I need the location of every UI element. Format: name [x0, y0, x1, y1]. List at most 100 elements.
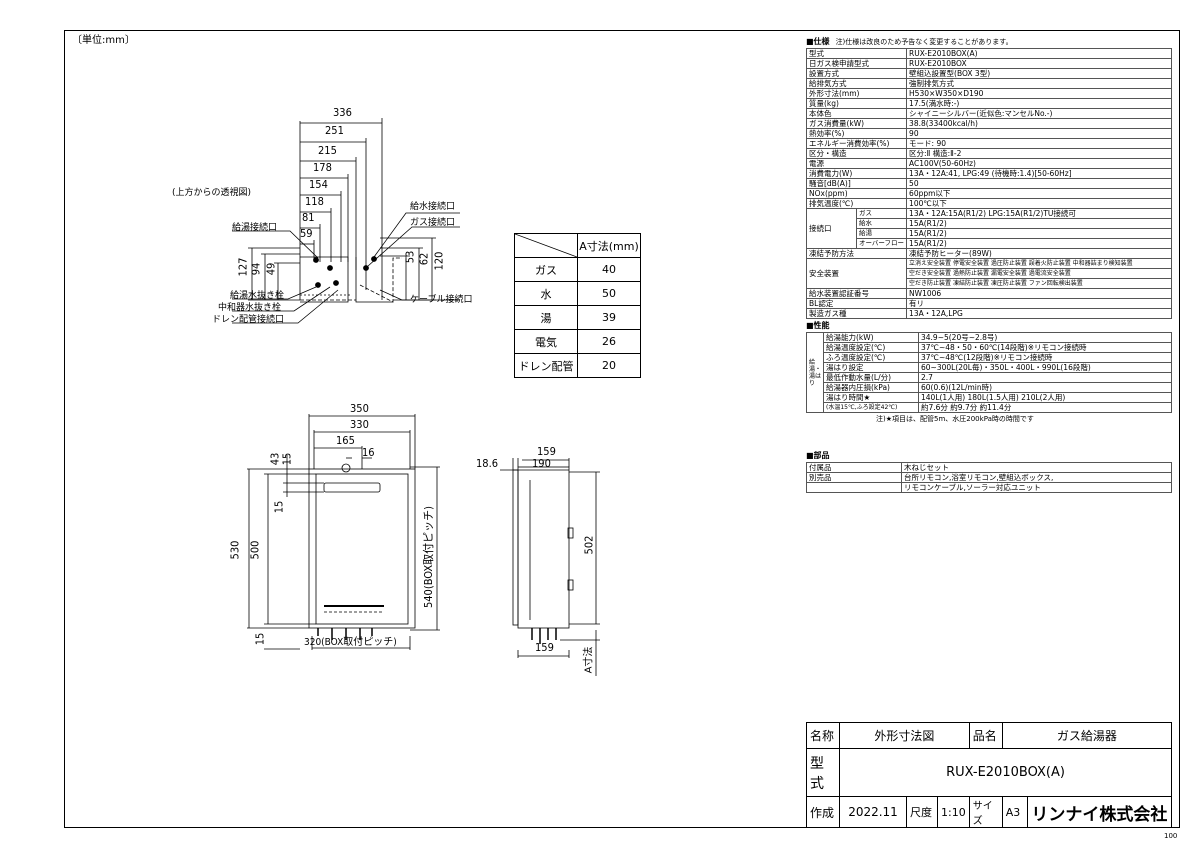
product-value: ガス給湯器 — [1001, 722, 1173, 749]
spec-title: ■仕様 — [806, 37, 830, 46]
spec-value: 台所リモコン,浴室リモコン,壁組込ボックス, — [901, 472, 1172, 483]
spec-key: 給湯能力(kW) — [823, 332, 919, 343]
spec-value: 50 — [906, 178, 1172, 189]
spec-row: 本体色シャイニーシルバー(近似色:マンセルNo.-) — [805, 108, 1172, 119]
spec-value: H530×W350×D190 — [906, 88, 1172, 99]
spec-row: 設置方式壁組込設置型(BOX 3型) — [805, 68, 1172, 79]
spec-key: 給湯 — [855, 228, 908, 239]
spec-row: リモコンケーブル,ソーラー対応ユニット — [806, 482, 1172, 493]
spec-row: 安全装置立消え安全装置 停電安全装置 過圧防止装置 誤着火防止装置 中和器詰まり… — [805, 258, 1172, 289]
spec-value: 約7.6分 約9.7分 約11.4分 — [918, 402, 1172, 413]
spec-key: 本体色 — [805, 108, 908, 119]
spec-key: 給水装置認証番号 — [805, 288, 908, 299]
spec-value: 壁組込設置型(BOX 3型) — [906, 68, 1172, 79]
spec-key: 凍結予防方法 — [805, 248, 908, 259]
callout-water-inlet: 給水接続口 — [410, 202, 456, 212]
spec-key: 給排気方式 — [805, 78, 908, 89]
spec-key: 給湯・湯はり — [806, 332, 824, 413]
spec-key: 給水 — [855, 218, 908, 229]
size-label: サイズ — [968, 796, 1003, 828]
side-top-dim: 18.6 — [476, 457, 499, 470]
front-left-dim: 530 — [228, 540, 242, 560]
top-width-dim: 59 — [300, 227, 313, 240]
spec-value: 60(0.6)(12L/min時) — [918, 382, 1172, 393]
front-width-dim: 350 — [350, 402, 369, 415]
spec-value: 13A・12A:15A(R1/2) LPG:15A(R1/2)TU接続可 — [906, 208, 1172, 219]
spec-value: 37℃~48・50・60℃(14段階)※リモコン接続時 — [918, 342, 1172, 353]
spec-value: 34.9~5(20号~2.8号) — [918, 332, 1172, 343]
front-width-dim: 165 — [336, 434, 355, 447]
spec-value: リモコンケーブル,ソーラー対応ユニット — [901, 482, 1172, 493]
spec-key: NOx(ppm) — [805, 188, 908, 199]
spec-value: モード: 90 — [906, 138, 1172, 149]
spec-key: 製造ガス種 — [805, 308, 908, 319]
callout-cable-inlet: ケーブル接続口 — [410, 295, 473, 305]
spec-value: シャイニーシルバー(近似色:マンセルNo.-) — [906, 108, 1172, 119]
spec-row: (水温15℃,ふろ設定42℃)約7.6分 約9.7分 約11.4分 — [807, 402, 1172, 413]
spec-value: 15A(R1/2) — [906, 228, 1172, 239]
spec-row: 騒音[dB(A)]50 — [805, 178, 1172, 189]
front-width-dim: 330 — [350, 418, 369, 431]
spec-row: 最低作動水量(L/分)2.7 — [807, 372, 1172, 383]
spec-key: ガス消費量(kW) — [805, 118, 908, 129]
spec-note: 注)仕様は改良のため予告なく変更することがあります。 — [835, 38, 1013, 46]
spec-row: 付属品木ねじセット — [806, 462, 1172, 473]
top-width-dim: 251 — [325, 124, 344, 137]
spec-value: 有リ — [906, 298, 1172, 309]
spec-value: 90 — [906, 128, 1172, 139]
spec-key: 付属品 — [806, 462, 902, 473]
top-height-dim: 49 — [264, 262, 278, 276]
spec-key: 区分・構造 — [805, 148, 908, 159]
a-table-name: ガス — [514, 257, 578, 282]
front-left-dim: 15 — [280, 452, 294, 466]
page-number: 100 — [1164, 832, 1178, 840]
a-table-name: 水 — [514, 281, 578, 306]
perf-table: 給湯・湯はり給湯能力(kW)34.9~5(20号~2.8号)給湯温度設定(℃)3… — [806, 332, 1172, 413]
spec-value: 空だき防止装置 凍結防止装置 凍圧防止装置 ファン回転検出装置 — [906, 278, 1172, 289]
spec-row: ふろ温度設定(℃)37℃~48℃(12段階)※リモコン接続時 — [807, 352, 1172, 363]
scale-label: 尺度 — [906, 796, 938, 828]
spec-key: 設置方式 — [805, 68, 908, 79]
spec-row: 別売品台所リモコン,浴室リモコン,壁組込ボックス, — [806, 472, 1172, 483]
front-right-dim: 540(BOX取付ピッチ) — [422, 505, 436, 609]
side-view-drawing — [500, 458, 600, 676]
callout-neutralizer-drain: 中和器水抜き栓 — [218, 303, 282, 313]
spec-key: 給湯器内圧損(kPa) — [823, 382, 919, 393]
parts-table: 付属品木ねじセット別売品台所リモコン,浴室リモコン,壁組込ボックス,リモコンケー… — [806, 462, 1172, 493]
spec-key — [806, 482, 902, 493]
a-table-name: ドレン配管 — [514, 353, 578, 378]
spec-key: BL認定 — [805, 298, 908, 309]
spec-value: 立消え安全装置 停電安全装置 過圧防止装置 誤着火防止装置 中和器詰まり検知装置 — [906, 258, 1172, 269]
top-view-drawing — [232, 118, 460, 324]
spec-key: 型式 — [805, 48, 908, 59]
spec-value: 38.8(33400kcal/h) — [906, 118, 1172, 129]
parts-section: ■部品 付属品木ねじセット別売品台所リモコン,浴室リモコン,壁組込ボックス,リモ… — [806, 450, 1172, 493]
spec-value: 空だき安全装置 過熱防止装置 漏電安全装置 過電流安全装置 — [906, 268, 1172, 279]
front-width-dim: 16 — [362, 446, 375, 459]
spec-value: RUX-E2010BOX — [906, 58, 1172, 69]
parts-title: ■部品 — [806, 451, 830, 460]
spec-key: 電源 — [805, 158, 908, 169]
a-table-name: 電気 — [514, 329, 578, 354]
spec-value: 140L(1人用) 180L(1.5人用) 210L(2人用) — [918, 392, 1172, 403]
callout-drain-pipe: ドレン配管接続口 — [212, 315, 285, 325]
spec-value: 15A(R1/2) — [906, 238, 1172, 249]
spec-value: 100℃以下 — [906, 198, 1172, 209]
spec-row: 外形寸法(mm)H530×W350×D190 — [805, 88, 1172, 99]
side-a-label: A寸法 — [583, 646, 595, 674]
spec-key: エネルギー消費効率(%) — [805, 138, 908, 149]
perf-title: ■性能 — [806, 321, 830, 330]
callout-gas-inlet: ガス接続口 — [410, 218, 456, 228]
spec-row: エネルギー消費効率(%)モード: 90 — [805, 138, 1172, 149]
spec-value: 2.7 — [918, 372, 1172, 383]
spec-row: 質量(kg)17.5(満水時:-) — [805, 98, 1172, 109]
side-top-dim: 159 — [537, 445, 556, 458]
spec-key: 質量(kg) — [805, 98, 908, 109]
a-table-value: 26 — [577, 329, 641, 354]
